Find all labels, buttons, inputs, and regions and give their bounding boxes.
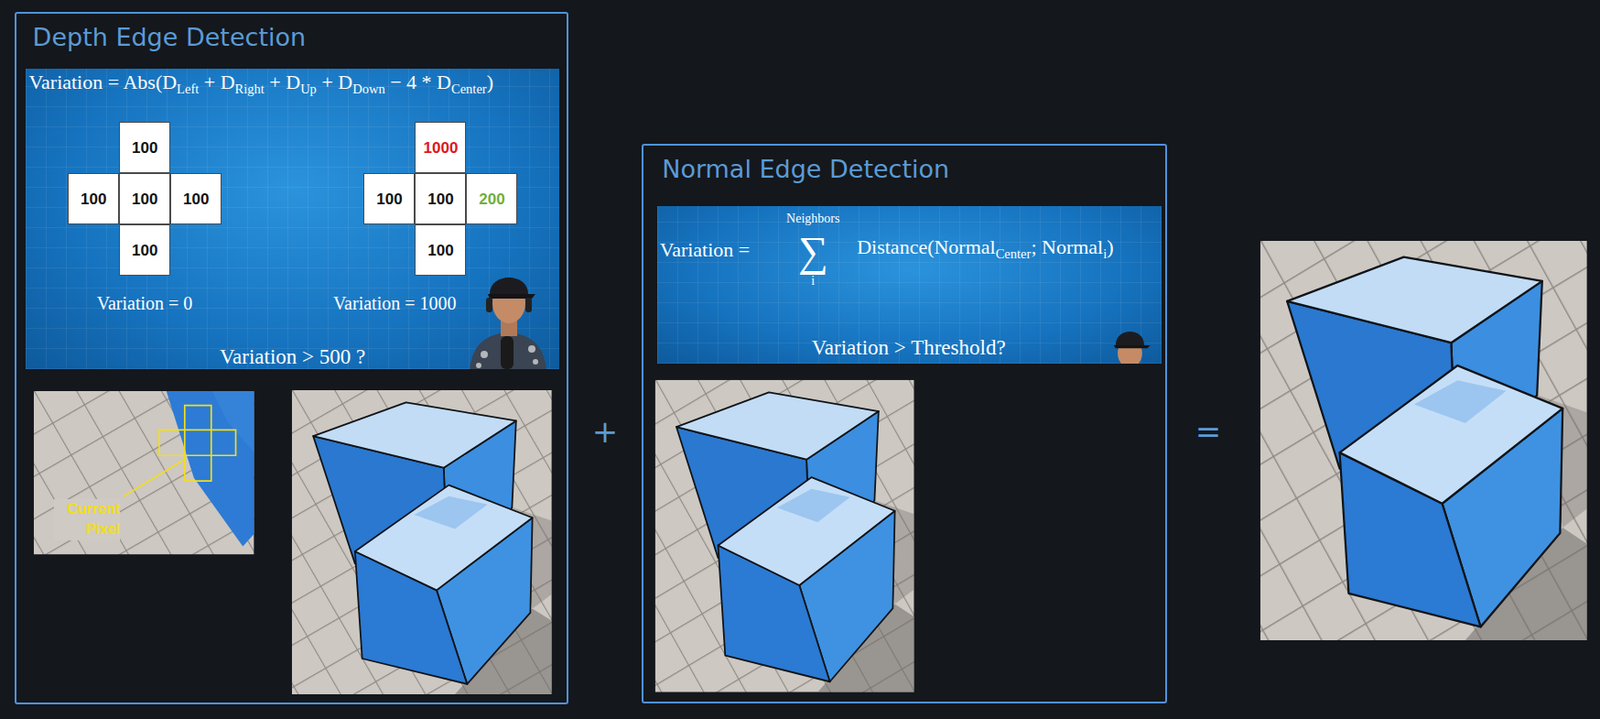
depth-value: 100 <box>68 173 119 224</box>
depth-value: 100 <box>119 122 170 173</box>
depth-value: 200 <box>466 173 517 224</box>
panel-title: Normal Edge Detection <box>661 154 950 184</box>
formula-term: ) <box>1106 235 1114 259</box>
formula-slide: 1001001001001001000100100200100Variation… <box>25 68 560 369</box>
kernel-cross <box>159 405 237 482</box>
depth-value: 100 <box>415 173 465 224</box>
pixel-screenshot <box>33 390 255 554</box>
presenter-video <box>1099 318 1162 364</box>
depth-value: 100 <box>119 173 170 224</box>
pixel-screenshot <box>33 390 255 554</box>
variation-result: Variation = 1000 <box>333 293 457 313</box>
presenter-video <box>475 362 482 368</box>
distance-term: Distance(NormalCenter; Normali) <box>856 234 1114 267</box>
panel-title: Depth Edge Detection <box>32 22 307 53</box>
callout-label: Current Pixel <box>54 498 120 541</box>
plus-sign: + <box>592 415 619 447</box>
formula-subscript: Center <box>995 245 1032 260</box>
pixel-screenshot <box>166 390 255 546</box>
formula-term: ) <box>486 70 494 94</box>
depth-value: 100 <box>119 225 170 275</box>
presenter-video <box>469 332 547 369</box>
formula-subscript: Center <box>451 81 487 97</box>
formula-slide: Distance(NormalCenter; Normali)Variation… <box>657 205 1162 364</box>
threshold-question: Variation > 500 ? <box>219 345 366 368</box>
equals-sign: = <box>1195 415 1222 447</box>
depth-value-cell: 100 <box>414 224 466 276</box>
formula-subscript: i <box>1102 245 1107 260</box>
formula-term: + D <box>269 70 301 94</box>
pixel-screenshot <box>212 390 255 453</box>
formula-term: ; Normal <box>1030 235 1103 259</box>
depth-value-cell: 100 <box>363 172 415 225</box>
presenter-video <box>1115 330 1145 345</box>
formula-subscript: Left <box>176 81 199 97</box>
combined-edge-render <box>1260 240 1588 640</box>
presenter-video <box>1113 345 1150 348</box>
depth-edge-render <box>291 389 552 694</box>
depth-value-cell: 100 <box>118 172 171 225</box>
threshold-question: Variation > Threshold? <box>811 335 1006 357</box>
depth-value: 1000 <box>415 122 465 173</box>
presenter-video <box>480 350 488 358</box>
leader-line <box>123 460 184 497</box>
section-panel: Distance(NormalCenter; Normali)Variation… <box>641 143 1168 703</box>
variation-result: Variation = 0 <box>97 293 194 313</box>
presenter-video <box>528 345 536 353</box>
depth-value-cell: 100 <box>170 172 222 225</box>
depth-value-cell: 200 <box>465 172 518 225</box>
presenter-video <box>525 297 532 313</box>
formula-lhs: Variation = <box>659 239 751 260</box>
formula-subscript: Down <box>352 81 385 97</box>
depth-formula: Variation = Abs(DLeft+ DRight+ DUp+ DDow… <box>29 69 494 102</box>
formula-term: Distance(Normal <box>856 235 996 259</box>
formula-term: + D <box>321 70 353 94</box>
depth-value: 100 <box>364 173 414 224</box>
depth-value-cell: 100 <box>67 172 119 225</box>
formula-subscript: Right <box>235 81 265 97</box>
presenter-video <box>500 335 514 369</box>
formula-term: − 4 * D <box>389 70 452 94</box>
presenter-video <box>451 246 560 369</box>
depth-value: 100 <box>415 225 465 275</box>
presenter-video <box>489 277 529 294</box>
depth-value: 100 <box>171 173 221 224</box>
depth-value-cell: 100 <box>118 121 171 173</box>
sum-index: i <box>810 274 815 288</box>
formula-term: Variation = Abs(D <box>29 70 178 94</box>
sum-upper-limit: Neighbors <box>786 212 840 226</box>
presenter-video <box>486 297 493 313</box>
normal-edge-render <box>655 379 915 692</box>
depth-value-cell: 1000 <box>414 121 466 173</box>
depth-value-cell: 100 <box>118 224 171 276</box>
formula-subscript: Up <box>300 81 317 97</box>
depth-value-cell: 100 <box>414 172 466 225</box>
sum-symbol: ∑ <box>798 230 829 273</box>
formula-term: + D <box>204 70 236 94</box>
presenter-video <box>532 358 539 365</box>
section-panel: 1001001001001001000100100200100Variation… <box>14 11 569 704</box>
